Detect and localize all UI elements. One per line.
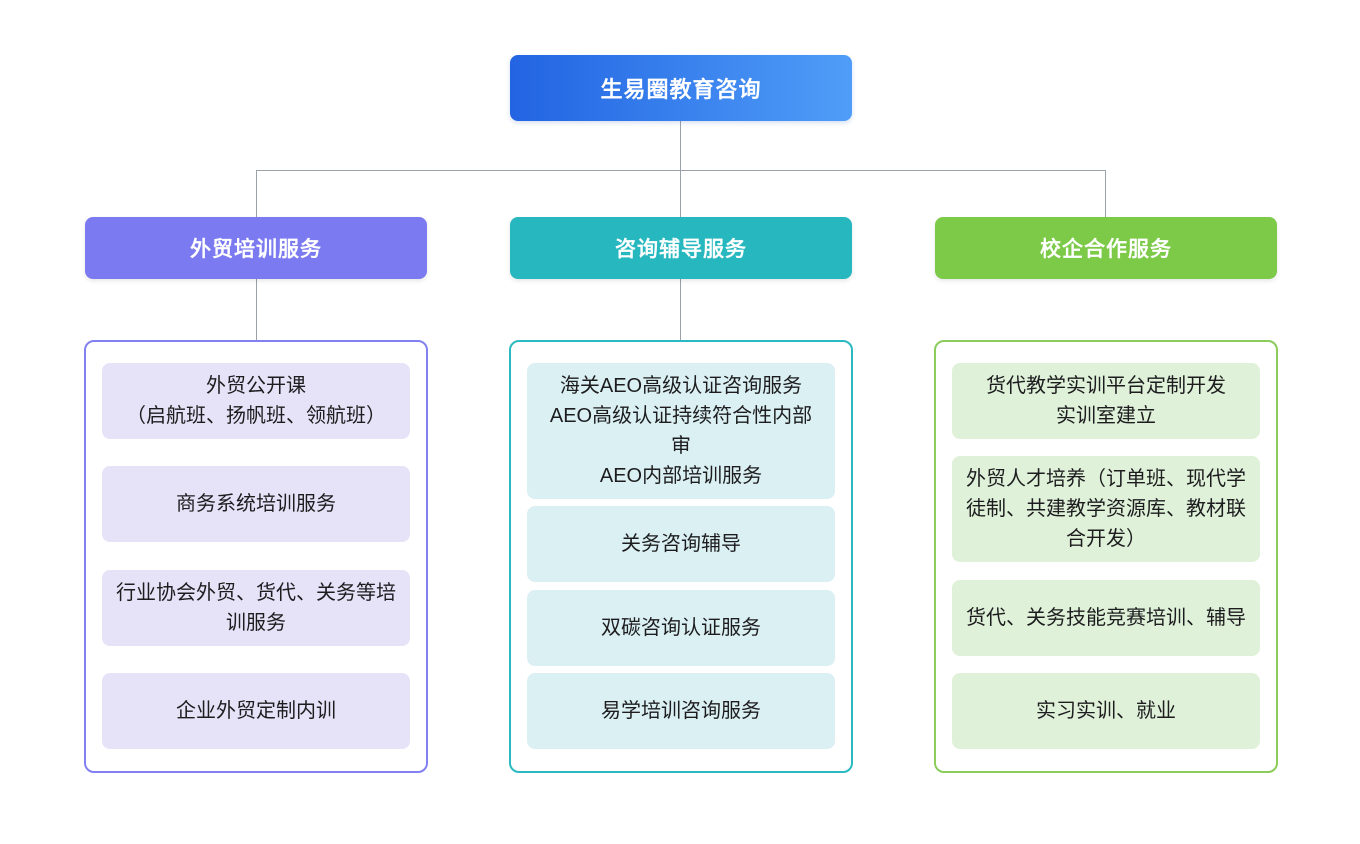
service-item-text: 外贸人才培养（订单班、现代学徒制、共建教学资源库、教材联合开发） <box>966 468 1246 551</box>
connector-bus <box>256 170 1106 171</box>
service-item: 双碳咨询认证服务 <box>527 589 835 666</box>
service-item-text: 货代教学实训平台定制开发 实训室建立 <box>986 375 1226 427</box>
service-item: 企业外贸定制内训 <box>102 672 410 749</box>
service-item-text: 关务咨询辅导 <box>621 533 741 556</box>
service-item-text: 货代、关务技能竞赛培训、辅导 <box>966 606 1246 629</box>
branch-header-label: 咨询辅导服务 <box>615 238 747 261</box>
branch-header-consulting-coaching: 咨询辅导服务 <box>510 217 852 279</box>
service-item: 货代、关务技能竞赛培训、辅导 <box>952 579 1260 656</box>
service-item: 海关AEO高级认证咨询服务 AEO高级认证持续符合性内部审 AEO内部培训服务 <box>527 363 835 499</box>
service-item: 外贸人才培养（订单班、现代学徒制、共建教学资源库、教材联合开发） <box>952 456 1260 563</box>
branch-header-label: 外贸培训服务 <box>190 238 322 261</box>
service-item: 实习实训、就业 <box>952 672 1260 749</box>
service-item-text: 双碳咨询认证服务 <box>601 616 761 639</box>
branch-list-consulting-coaching: 海关AEO高级认证咨询服务 AEO高级认证持续符合性内部审 AEO内部培训服务 … <box>509 340 853 773</box>
service-item: 易学培训咨询服务 <box>527 672 835 749</box>
service-item-text: 海关AEO高级认证咨询服务 AEO高级认证持续符合性内部审 AEO内部培训服务 <box>549 375 813 487</box>
connector-bus-to-branch-2 <box>680 170 681 217</box>
branch-list-foreign-trade-training: 外贸公开课 （启航班、扬帆班、领航班） 商务系统培训服务 行业协会外贸、货代、关… <box>84 340 428 773</box>
service-item-text: 商务系统培训服务 <box>176 493 336 516</box>
service-item-text: 实习实训、就业 <box>1036 699 1176 722</box>
connector-bus-to-branch-3 <box>1105 170 1106 217</box>
service-item-text: 易学培训咨询服务 <box>601 699 761 722</box>
root-node: 生易圈教育咨询 <box>510 55 852 121</box>
branch-header-label: 校企合作服务 <box>1040 238 1172 261</box>
connector-branch-2-to-list <box>680 279 681 340</box>
service-item: 关务咨询辅导 <box>527 506 835 583</box>
connector-bus-to-branch-1 <box>256 170 257 217</box>
service-item: 行业协会外贸、货代、关务等培训服务 <box>102 569 410 646</box>
service-item-text: 行业协会外贸、货代、关务等培训服务 <box>116 581 396 634</box>
connector-branch-1-to-list <box>256 279 257 340</box>
service-item-text: 外贸公开课 （启航班、扬帆班、领航班） <box>126 375 386 427</box>
branch-header-school-enterprise-cooperation: 校企合作服务 <box>935 217 1277 279</box>
service-item: 商务系统培训服务 <box>102 466 410 543</box>
branch-list-school-enterprise-cooperation: 货代教学实训平台定制开发 实训室建立 外贸人才培养（订单班、现代学徒制、共建教学… <box>934 340 1278 773</box>
service-item: 外贸公开课 （启航班、扬帆班、领航班） <box>102 363 410 439</box>
service-item-text: 企业外贸定制内训 <box>176 699 336 722</box>
root-node-label: 生易圈教育咨询 <box>600 77 762 102</box>
service-item: 货代教学实训平台定制开发 实训室建立 <box>952 363 1260 439</box>
connector-root-to-bus <box>680 121 681 170</box>
branch-header-foreign-trade-training: 外贸培训服务 <box>85 217 427 279</box>
